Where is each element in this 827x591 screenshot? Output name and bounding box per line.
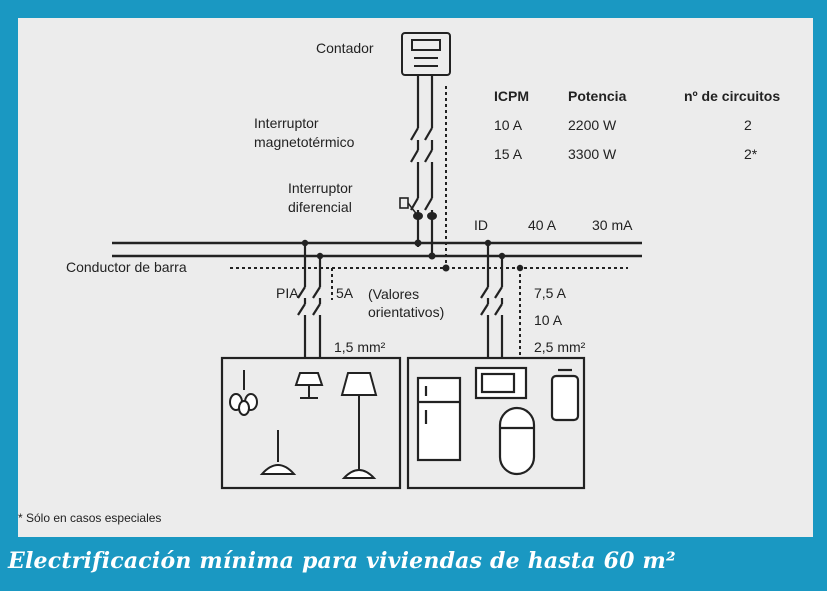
table-cell: 2200 W xyxy=(568,117,617,133)
pia-label: PIA xyxy=(276,285,299,301)
right-current-2: 10 A xyxy=(534,312,563,328)
breaker-label-1: Interruptor xyxy=(254,115,319,131)
table-cell: 15 A xyxy=(494,146,523,162)
differential-switch-icon xyxy=(399,197,437,220)
water-heater-icon xyxy=(550,368,580,422)
busbars xyxy=(112,241,642,269)
lighting-box xyxy=(220,356,402,490)
id-label: ID xyxy=(474,217,488,233)
table-cell: 10 A xyxy=(494,117,523,133)
busbar-label: Conductor de barra xyxy=(66,259,187,275)
pendant-lamp-icon xyxy=(259,430,297,475)
washing-machine-icon xyxy=(498,406,536,476)
icpm-table: ICPM Potencia nº de circuitos 10 A 2200 … xyxy=(494,88,780,162)
id-sensitivity: 30 mA xyxy=(592,217,633,233)
appliances-box xyxy=(406,356,586,490)
breaker-label-2: magnetotérmico xyxy=(254,134,355,150)
id-current: 40 A xyxy=(528,217,557,233)
table-cell: 2* xyxy=(744,146,758,162)
table-cell: 2 xyxy=(744,117,752,133)
right-circuit-wires xyxy=(480,243,504,358)
footnote: * Sólo en casos especiales xyxy=(18,511,161,525)
table-lamp-icon xyxy=(294,372,324,399)
table-header-circuits: nº de circuitos xyxy=(684,88,780,104)
differential-label-1: Interruptor xyxy=(288,180,353,196)
meter-icon xyxy=(401,32,451,76)
right-current-1: 7,5 A xyxy=(534,285,567,301)
microwave-icon xyxy=(474,366,528,400)
table-header-power: Potencia xyxy=(568,88,627,104)
fridge-icon xyxy=(416,376,462,462)
left-circuit-wires xyxy=(297,243,322,358)
floor-lamp-icon xyxy=(340,372,378,479)
section-left-label: 1,5 mm² xyxy=(334,339,386,355)
orientative-label-2: orientativos) xyxy=(368,304,444,320)
differential-label-2: diferencial xyxy=(288,199,352,215)
sa-label: 5A xyxy=(336,285,354,301)
table-header-icpm: ICPM xyxy=(494,88,529,104)
meter-label: Contador xyxy=(316,40,374,56)
diagram-panel xyxy=(18,18,813,537)
section-right-label: 2,5 mm² xyxy=(534,339,586,355)
orientative-label-1: (Valores xyxy=(368,286,419,302)
feed-lines xyxy=(410,75,434,258)
chandelier-icon xyxy=(229,370,258,416)
table-cell: 3300 W xyxy=(568,146,617,162)
figure-caption: Electrificación mínima para viviendas de… xyxy=(8,548,676,574)
